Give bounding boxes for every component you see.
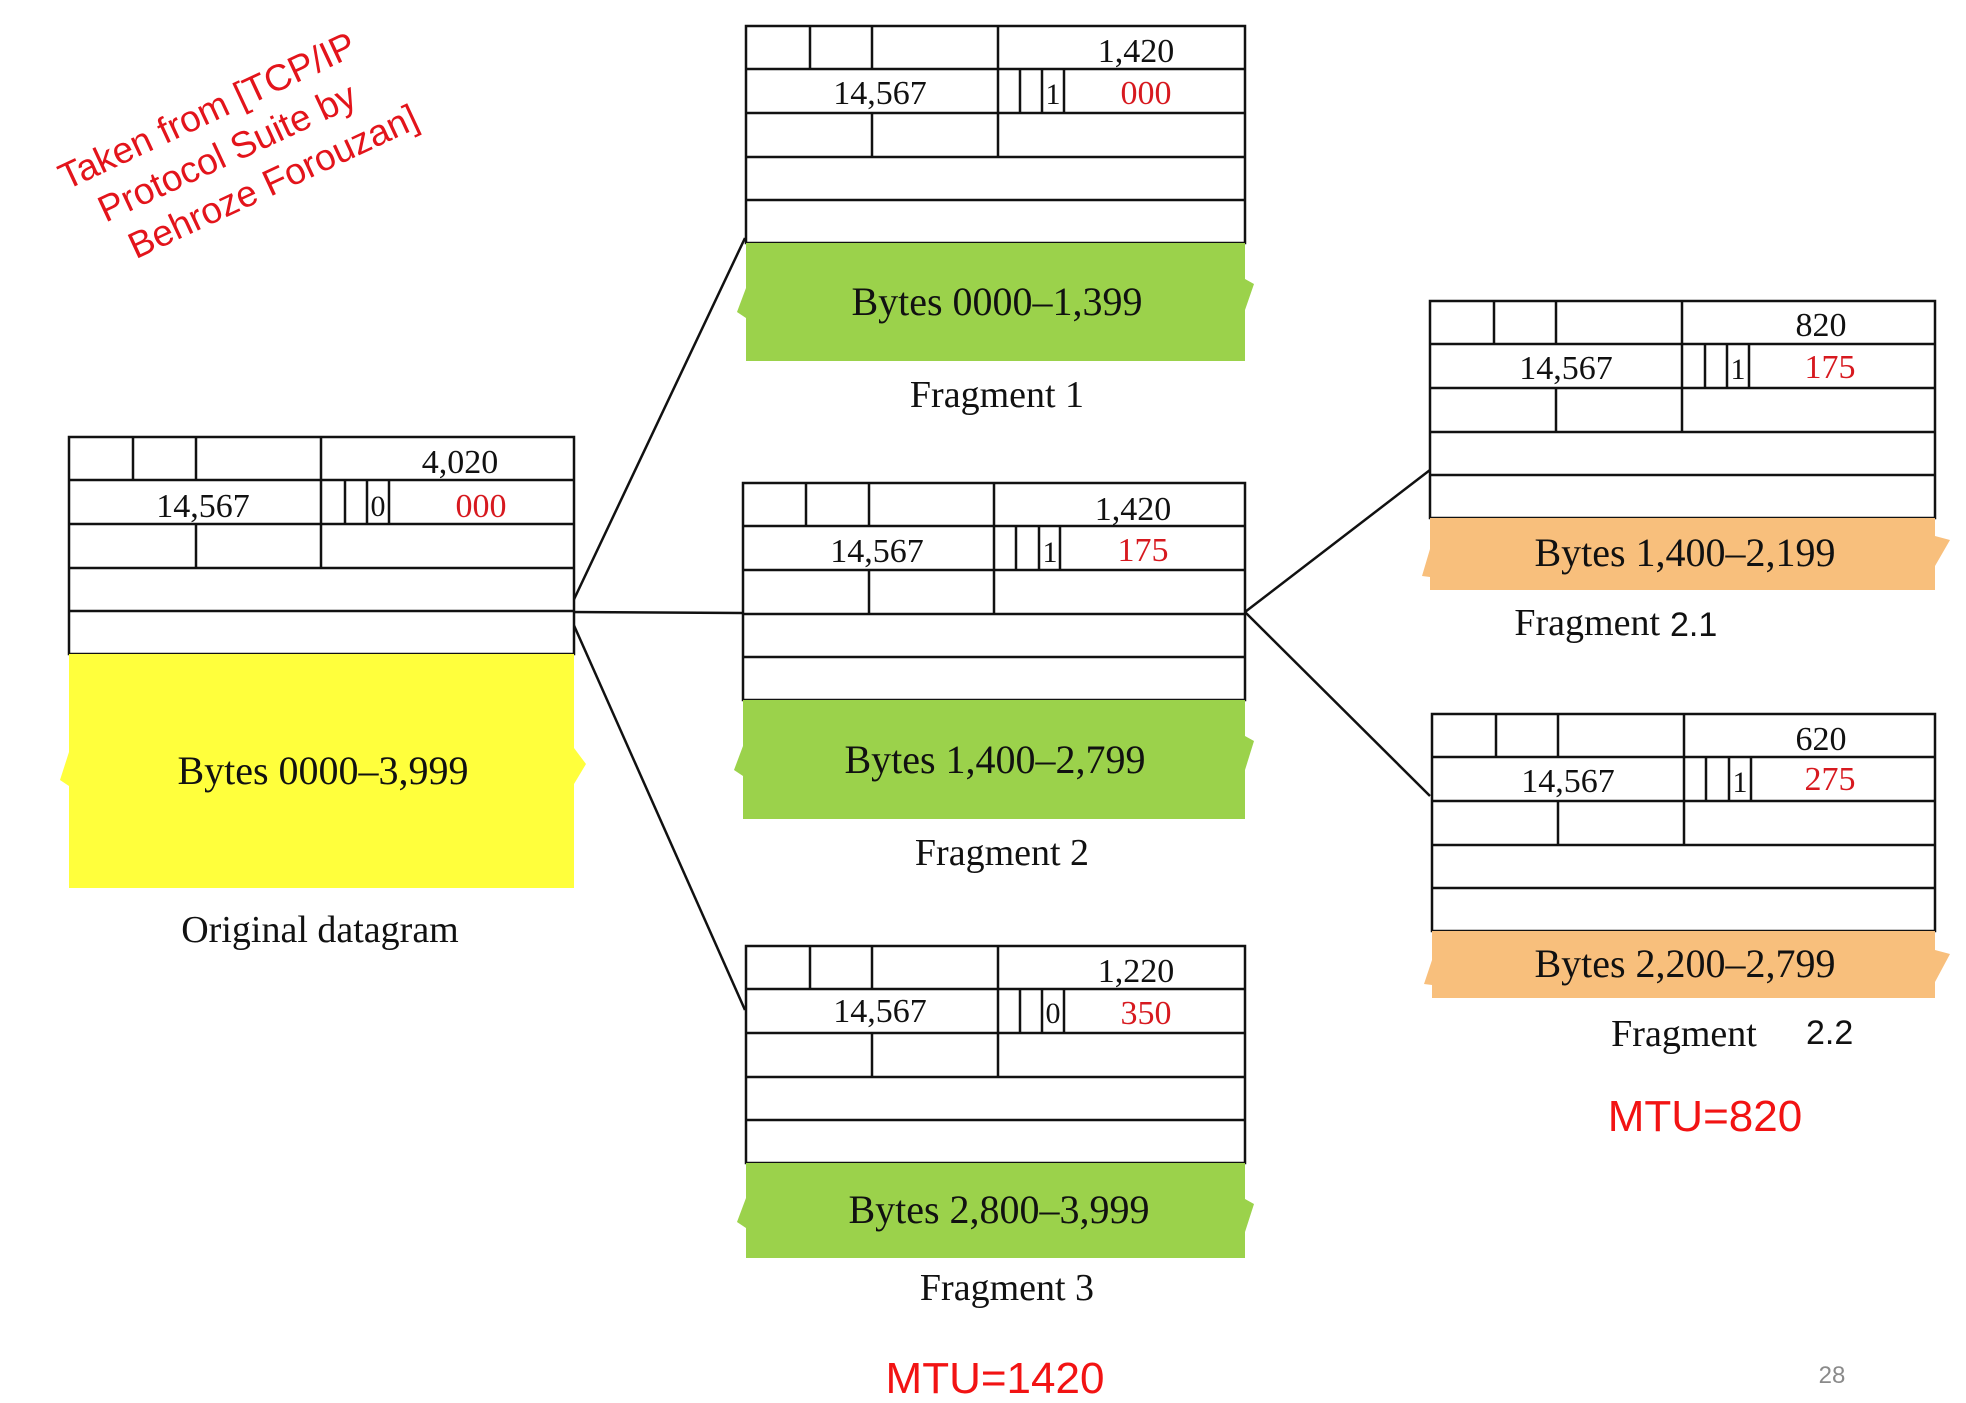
page-number: 28 (1819, 1362, 1846, 1389)
fragment-2-header (741, 481, 1247, 702)
fragment-2-1-payload-label: Bytes 1,400–2,199 (1534, 530, 1835, 575)
fragment-1-payload (737, 243, 1254, 361)
original-header (67, 435, 576, 656)
connector-original-to-fragment-3 (566, 611, 747, 1011)
fragment-2-caption: Fragment 2 (915, 832, 1089, 874)
fragment-3-total-length: 1,220 (1098, 953, 1175, 990)
fragment-2-2-mf-flag: 1 (1733, 766, 1748, 799)
fragment-2: 1,420 14,567 1 175 Bytes 1,400–2,799 Fra… (734, 481, 1254, 874)
original-mf-flag: 0 (371, 490, 386, 523)
fragment-2-1-offset: 175 (1805, 349, 1856, 386)
connector-fragment-2-to-fragment-2-1 (1244, 469, 1431, 613)
fragment-1-payload-label: Bytes 0000–1,399 (851, 279, 1142, 324)
fragment-3: 1,220 14,567 0 350 Bytes 2,800–3,999 Fra… (737, 944, 1254, 1309)
connector-fragment-2-to-fragment-2-2 (1244, 611, 1431, 797)
original-caption: Original datagram (181, 909, 459, 951)
original-datagram: 4,020 14,567 0 000 Bytes 0000–3,999 Orig… (60, 435, 586, 951)
fragment-3-payload (737, 1163, 1254, 1258)
fragment-2-2: 620 14,567 1 275 Bytes 2,200–2,799 Fragm… (1424, 712, 1950, 1055)
connector-lines (566, 237, 1431, 1011)
original-payload-label: Bytes 0000–3,999 (177, 748, 468, 793)
fragment-2-payload (734, 700, 1254, 819)
connector-original-to-fragment-2 (567, 610, 743, 615)
fragment-2-1-payload (1422, 518, 1950, 590)
original-offset: 000 (456, 488, 507, 525)
fragment-2-1-total-length: 820 (1796, 307, 1847, 344)
fragment-2-1-caption: Fragment (1514, 602, 1660, 644)
fragment-2-1-header (1428, 299, 1937, 520)
fragment-2-mf-flag: 1 (1043, 536, 1058, 569)
fragment-3-mf-flag: 0 (1046, 997, 1061, 1030)
fragment-3-caption: Fragment 3 (920, 1267, 1094, 1309)
fragment-2-2-caption: Fragment (1611, 1013, 1757, 1055)
fragment-1-caption: Fragment 1 (910, 374, 1084, 416)
fragment-2-offset: 175 (1118, 532, 1169, 569)
fragment-1: 1,420 14,567 1 000 Bytes 0000–1,399 Frag… (737, 24, 1254, 416)
mtu-1420-label: MTU=1420 (886, 1354, 1105, 1403)
fragment-2-payload-label: Bytes 1,400–2,799 (844, 737, 1145, 782)
original-identification: 14,567 (156, 488, 250, 525)
fragment-2-total-length: 1,420 (1095, 491, 1172, 528)
fragment-2-1-identification: 14,567 (1519, 350, 1613, 387)
fragment-1-mf-flag: 1 (1046, 78, 1061, 111)
fragment-1-identification: 14,567 (833, 75, 927, 112)
fragment-2-2-offset: 275 (1805, 761, 1856, 798)
fragment-1-header (744, 24, 1247, 245)
fragment-2-2-caption-number: 2.2 (1806, 1014, 1853, 1052)
fragment-1-total-length: 1,420 (1098, 33, 1175, 70)
fragment-1-offset: 000 (1121, 75, 1172, 112)
original-total-length: 4,020 (422, 444, 499, 481)
fragment-2-2-payload (1424, 931, 1950, 998)
fragment-3-header (744, 944, 1247, 1165)
fragment-2-2-total-length: 620 (1796, 721, 1847, 758)
fragment-2-2-payload-label: Bytes 2,200–2,799 (1534, 941, 1835, 986)
fragment-2-identification: 14,567 (830, 533, 924, 570)
connector-original-to-fragment-1 (566, 237, 747, 613)
original-payload (60, 654, 586, 888)
fragment-2-1: 820 14,567 1 175 Bytes 1,400–2,199 Fragm… (1422, 299, 1950, 644)
mtu-820-label: MTU=820 (1608, 1092, 1802, 1141)
source-watermark: Taken from [TCP/IP Protocol Suite by Beh… (52, 24, 424, 267)
fragment-3-payload-label: Bytes 2,800–3,999 (848, 1187, 1149, 1232)
fragment-3-offset: 350 (1121, 995, 1172, 1032)
fragment-3-identification: 14,567 (833, 993, 927, 1030)
fragment-2-1-mf-flag: 1 (1731, 353, 1746, 386)
fragment-2-2-header (1430, 712, 1937, 933)
fragment-2-2-identification: 14,567 (1521, 763, 1615, 800)
fragment-2-1-caption-number: 2.1 (1670, 606, 1717, 644)
